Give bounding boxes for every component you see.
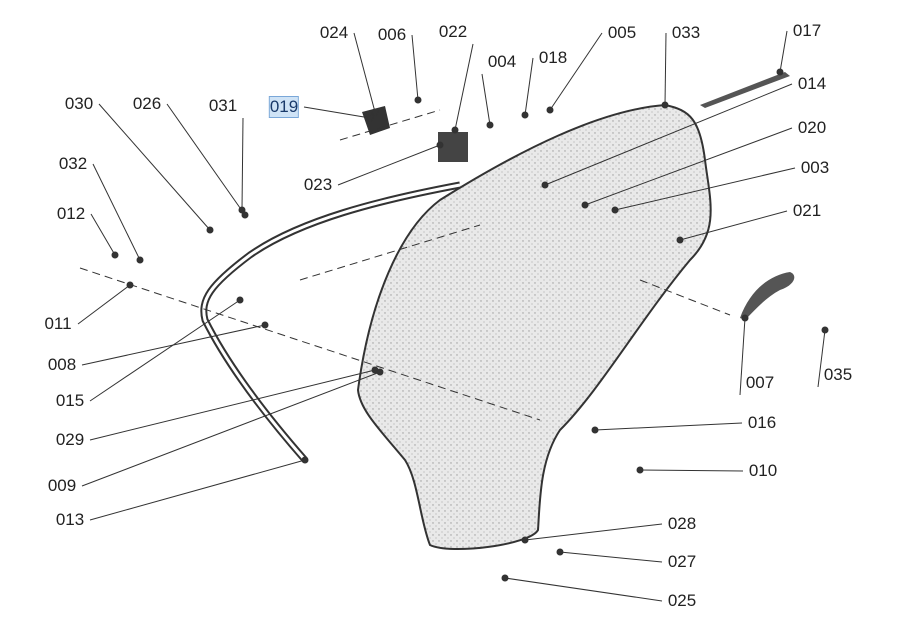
part-label-010[interactable]: 010	[748, 461, 778, 480]
part-marker-006	[414, 96, 422, 104]
part-label-022[interactable]: 022	[438, 22, 468, 41]
part-label-027[interactable]: 027	[667, 552, 697, 571]
part-label-003[interactable]: 003	[800, 158, 830, 177]
leader-line-023	[337, 144, 441, 186]
part-label-028[interactable]: 028	[667, 514, 697, 533]
part-marker-003	[611, 206, 619, 214]
latch	[362, 106, 390, 135]
part-label-008[interactable]: 008	[47, 355, 77, 374]
part-label-014[interactable]: 014	[797, 74, 827, 93]
part-marker-009	[376, 368, 384, 376]
leader-line-018	[524, 57, 534, 116]
part-marker-005	[546, 106, 554, 114]
part-label-021[interactable]: 021	[792, 201, 822, 220]
part-marker-010	[636, 466, 644, 474]
part-marker-031	[238, 206, 246, 214]
part-marker-016	[591, 426, 599, 434]
part-marker-024	[371, 108, 379, 116]
leader-line-025	[504, 577, 663, 602]
part-label-007[interactable]: 007	[745, 373, 775, 392]
part-marker-023	[436, 141, 444, 149]
part-marker-014	[541, 181, 549, 189]
part-marker-032	[136, 256, 144, 264]
part-label-016[interactable]: 016	[747, 413, 777, 432]
leader-line-031	[241, 117, 244, 211]
leader-line-021	[679, 210, 788, 241]
part-marker-030	[206, 226, 214, 234]
part-label-029[interactable]: 029	[55, 430, 85, 449]
part-label-031[interactable]: 031	[208, 96, 238, 115]
part-marker-021	[676, 236, 684, 244]
leader-line-003	[614, 167, 796, 211]
part-marker-008	[261, 321, 269, 329]
part-marker-020	[581, 201, 589, 209]
part-marker-035	[821, 326, 829, 334]
leader-line-030	[98, 103, 211, 231]
leader-line-020	[584, 127, 793, 206]
leader-line-014	[544, 83, 793, 186]
part-label-005[interactable]: 005	[607, 23, 637, 42]
leader-line-026	[166, 103, 246, 216]
part-marker-013	[301, 456, 309, 464]
leader-line-006	[411, 34, 419, 101]
leader-line-005	[549, 32, 603, 111]
part-label-013[interactable]: 013	[55, 510, 85, 529]
leader-line-027	[559, 551, 663, 563]
part-marker-018	[521, 111, 529, 119]
part-label-006[interactable]: 006	[377, 25, 407, 44]
part-label-025[interactable]: 025	[667, 591, 697, 610]
part-marker-017	[776, 68, 784, 76]
leader-line-022	[454, 43, 474, 131]
part-label-019[interactable]: 019	[268, 96, 300, 118]
part-label-015[interactable]: 015	[55, 391, 85, 410]
hinge-block	[438, 132, 468, 162]
leader-line-012	[90, 213, 116, 256]
part-label-026[interactable]: 026	[132, 94, 162, 113]
part-marker-027	[556, 548, 564, 556]
part-label-032[interactable]: 032	[58, 154, 88, 173]
leader-line-011	[77, 284, 131, 325]
part-marker-012	[111, 251, 119, 259]
leader-line-028	[524, 523, 663, 541]
part-label-012[interactable]: 012	[56, 204, 86, 223]
leader-line-016	[594, 422, 743, 431]
part-marker-033	[661, 101, 669, 109]
part-label-004[interactable]: 004	[487, 52, 517, 71]
leader-line-032	[92, 163, 141, 261]
leader-line-024	[353, 32, 376, 113]
leader-line-013	[89, 459, 306, 521]
part-marker-028	[521, 536, 529, 544]
part-marker-026	[241, 211, 249, 219]
grab-handle	[740, 272, 795, 320]
leader-line-017	[779, 30, 788, 73]
part-label-030[interactable]: 030	[64, 94, 94, 113]
part-marker-025	[501, 574, 509, 582]
wiper-blade	[700, 72, 790, 108]
part-label-035[interactable]: 035	[823, 365, 853, 384]
leader-line-029	[89, 369, 376, 441]
part-label-017[interactable]: 017	[792, 21, 822, 40]
leader-line-035	[817, 329, 826, 388]
part-marker-004	[486, 121, 494, 129]
part-label-011[interactable]: 011	[44, 314, 72, 333]
leader-line-009	[81, 371, 381, 487]
part-label-009[interactable]: 009	[47, 476, 77, 495]
part-marker-019	[366, 114, 374, 122]
part-label-020[interactable]: 020	[797, 118, 827, 137]
leader-line-010	[639, 469, 744, 472]
part-label-024[interactable]: 024	[319, 23, 349, 42]
part-marker-015	[236, 296, 244, 304]
leader-line-033	[664, 32, 667, 106]
leader-line-004	[481, 73, 491, 126]
leader-line-007	[739, 317, 746, 396]
part-label-033[interactable]: 033	[671, 23, 701, 42]
part-label-018[interactable]: 018	[538, 48, 568, 67]
part-label-023[interactable]: 023	[303, 175, 333, 194]
door-glass-panel	[356, 103, 712, 551]
leader-line-019	[303, 106, 371, 119]
part-marker-007	[741, 314, 749, 322]
part-marker-022	[451, 126, 459, 134]
leader-line-015	[89, 299, 241, 402]
